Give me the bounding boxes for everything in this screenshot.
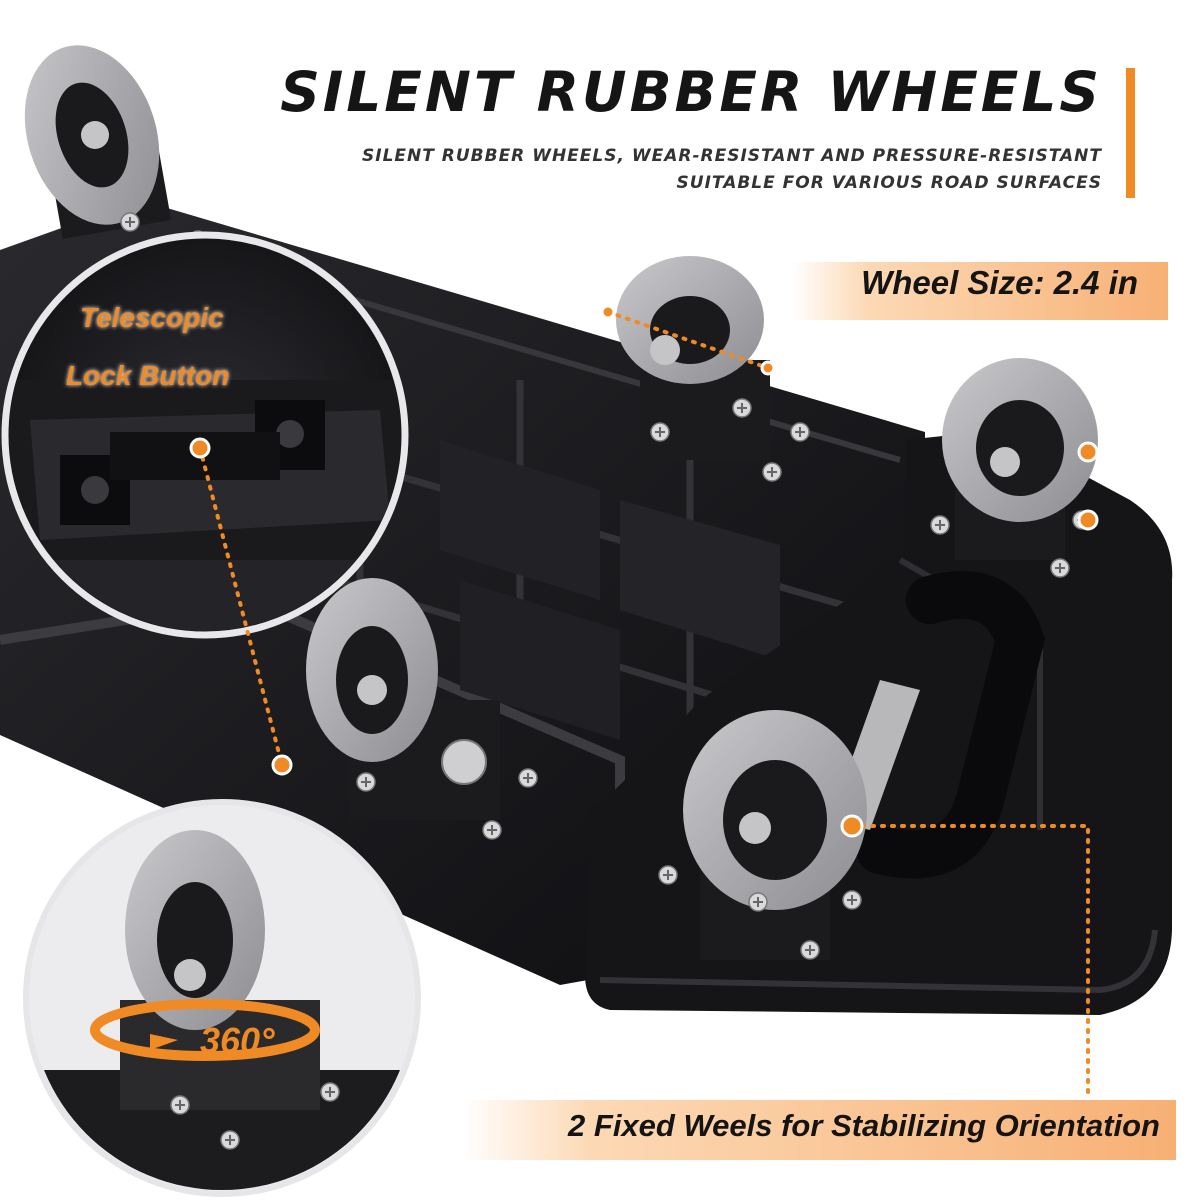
callout-lines: [198, 310, 1090, 1102]
lock-button-label-line-2: Lock Button: [66, 360, 230, 391]
callout-dots: [189, 304, 1099, 838]
fixed-wheels-label: 2 Fixed Weels for Stabilizing Orientatio…: [568, 1108, 1160, 1143]
lock-button-label-line-1: Telescopic: [80, 302, 224, 333]
wheel-top-left: [24, 45, 208, 250]
headline: SILENT RUBBER WHEELS: [280, 60, 1102, 124]
rotation-label: 360°: [200, 1020, 275, 1061]
wheel-lower-middle: [306, 578, 538, 840]
wheel-size-band: [792, 262, 1168, 320]
wheel-upper-middle: [616, 256, 810, 482]
wheel-size-label: Wheel Size: 2.4 in: [861, 264, 1138, 301]
headline-accent-bar: [1126, 68, 1135, 198]
subheadline-line-1: SILENT RUBBER WHEELS, WEAR-RESISTANT AND…: [362, 146, 1102, 166]
zoom-lock-button: [1, 231, 409, 639]
wheel-right: [930, 358, 1098, 578]
subheadline-line-2: SUITABLE FOR VARIOUS ROAD SURFACES: [676, 173, 1102, 193]
fixed-wheels-band: [462, 1100, 1176, 1160]
wheel-front-fixed: [658, 710, 867, 960]
